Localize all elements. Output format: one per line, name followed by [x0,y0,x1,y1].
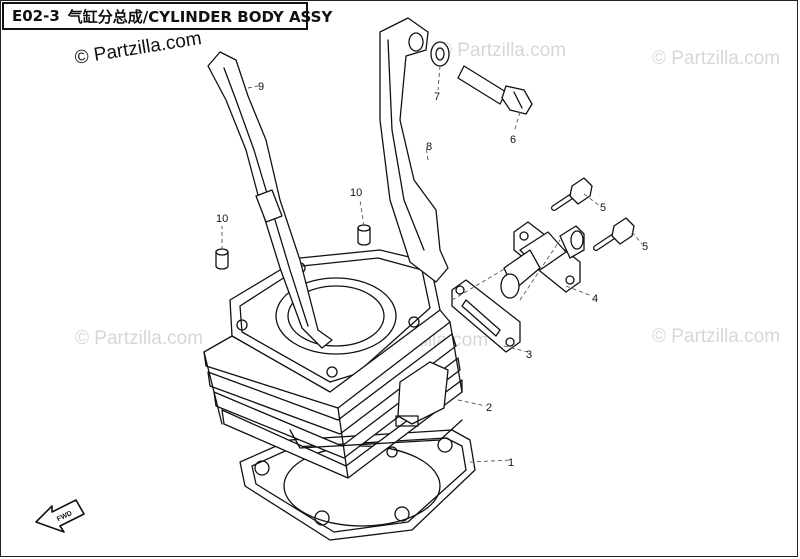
forward-arrow-icon [35,499,85,533]
tensioner-bolt-upper [551,177,593,211]
title-box: E02-3 气缸分总成/CYLINDER BODY ASSY [2,2,332,30]
tensioner-guide-part [379,17,449,283]
callout-3: 3 [526,349,532,361]
diagram-code: E02-3 [12,7,60,25]
tensioner-bolt-lower [593,217,635,251]
guide-pivot-bolt [457,65,533,115]
callout-1: 1 [508,457,514,469]
dowel-pin-right [357,224,371,246]
callout-10-left: 10 [216,213,228,225]
cylinder-body-part [203,249,463,479]
watermark-ghost: © Partzilla.com [652,48,781,69]
dowel-pin-left [215,248,229,270]
watermark-ghost: © Partzilla.com [652,326,781,347]
callout-4: 4 [592,293,598,305]
watermark-ghost: © Partzilla.com [75,328,204,349]
leader-lines [221,65,643,463]
callout-8: 8 [426,141,432,153]
diagram-title: 气缸分总成/CYLINDER BODY ASSY [67,7,333,26]
callout-2: 2 [486,402,492,414]
callout-7: 7 [434,91,440,103]
chain-tensioner-part [500,221,585,299]
callout-6: 6 [510,134,516,146]
chain-guide-part [207,51,333,349]
callout-5-lower: 5 [642,241,648,253]
tensioner-gasket-part [451,279,521,353]
callout-9: 9 [258,81,264,93]
callout-10-right: 10 [350,187,362,199]
watermark-ghost: © Partzilla.com [438,40,567,61]
callout-5-upper: 5 [600,202,606,214]
pivot-washer [430,41,450,67]
